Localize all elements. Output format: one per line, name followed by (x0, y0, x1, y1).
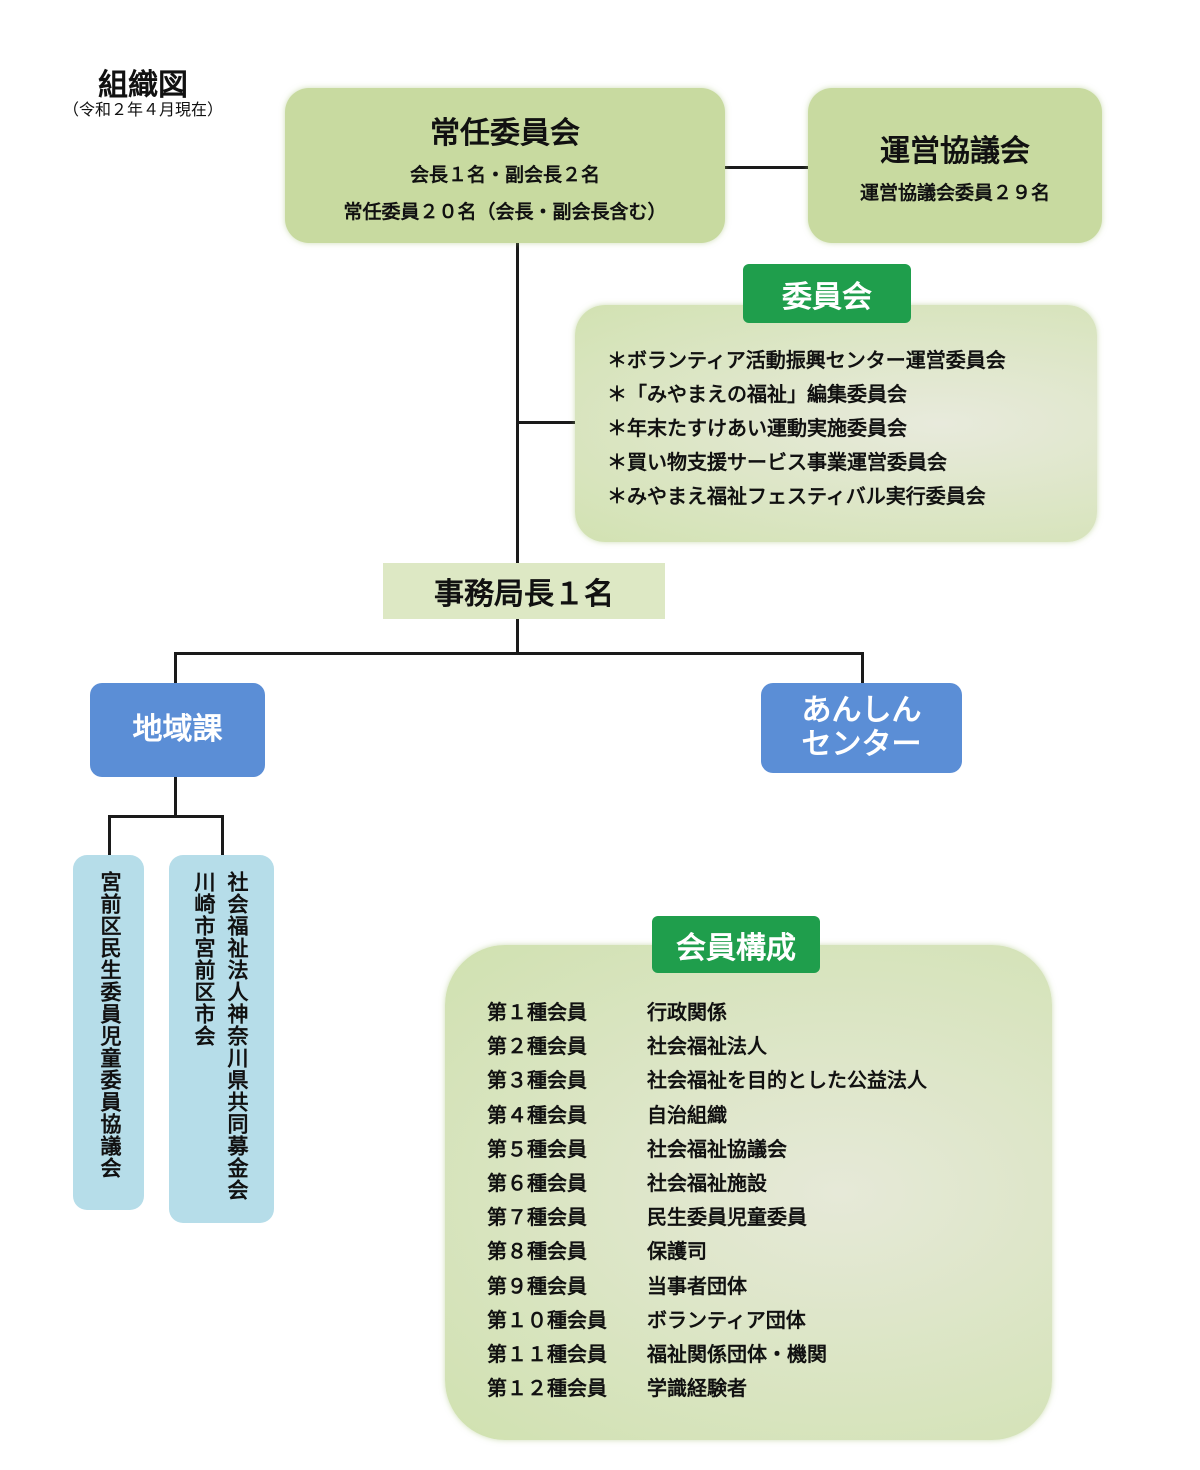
member-description: 福祉関係団体・機関 (647, 1342, 827, 1366)
connector (174, 777, 177, 817)
member-type: 第５種会員 (487, 1136, 587, 1161)
secretary-general-box: 事務局長１名 (383, 563, 665, 619)
connector (174, 652, 177, 683)
connector (725, 166, 808, 169)
community-chest-branch: 川崎市宮前区市会 (192, 871, 216, 1047)
member-description: 社会福祉施設 (647, 1171, 767, 1195)
community-section-box: 地域課 (90, 683, 265, 777)
connector (221, 815, 224, 855)
member-type: 第８種会員 (487, 1239, 587, 1264)
chart-date: （令和２年４月現在） (62, 100, 223, 119)
standing-committee-box: 常任委員会 会長１名・副会長２名 常任委員２０名（会長・副会長含む） (285, 88, 725, 243)
member-type: 第１０種会員 (487, 1307, 607, 1332)
member-type: 第４種会員 (487, 1102, 587, 1127)
member-type: 第３種会員 (487, 1068, 587, 1093)
member-description: 保護司 (647, 1239, 707, 1264)
minsei-council-box: 宮前区民生委員児童委員協議会 (73, 855, 144, 1210)
management-council-line1: 運営協議会委員２９名 (859, 182, 1050, 204)
membership-row: 第１種会員 行政関係 (487, 996, 727, 1025)
chart-title: 組織図 (98, 68, 188, 103)
membership-row: 第２種会員 社会福祉法人 (487, 1030, 767, 1059)
anshin-center-line2: センター (801, 727, 922, 762)
membership-row: 第８種会員 保護司 (487, 1235, 707, 1264)
committees-label: 委員会 (743, 264, 911, 323)
member-description: 社会福祉を目的とした公益法人 (647, 1068, 927, 1093)
member-description: 民生委員児童委員 (647, 1205, 807, 1230)
member-description: ボランティア団体 (647, 1307, 806, 1332)
connector (861, 652, 864, 683)
member-type: 第１種会員 (487, 1000, 587, 1024)
connector (516, 619, 519, 654)
member-description: 学識経験者 (647, 1376, 747, 1401)
membership-row: 第１１種会員 福祉関係団体・機関 (487, 1338, 827, 1367)
community-chest-name: 社会福祉法人神奈川県共同募金会 (225, 871, 249, 1201)
member-type: 第１１種会員 (487, 1342, 607, 1366)
membership-box (445, 945, 1052, 1440)
connector (516, 243, 519, 563)
management-council-title: 運営協議会 (880, 134, 1030, 169)
committee-item: ＊ボランティア活動振興センター運営委員会 (607, 348, 1006, 372)
standing-committee-line1: 会長１名・副会長２名 (409, 163, 600, 186)
connector (516, 421, 576, 424)
community-chest-box: 社会福祉法人神奈川県共同募金会 川崎市宮前区市会 (169, 855, 274, 1223)
membership-label: 会員構成 (652, 916, 820, 973)
member-description: 行政関係 (647, 1000, 727, 1024)
membership-row: 第７種会員 民生委員児童委員 (487, 1201, 807, 1230)
membership-row: 第４種会員 自治組織 (487, 1099, 727, 1128)
committee-item: ＊「みやまえの福祉」編集委員会 (607, 382, 907, 406)
member-description: 自治組織 (647, 1102, 727, 1127)
member-description: 社会福祉協議会 (647, 1136, 787, 1161)
membership-row: 第３種会員 社会福祉を目的とした公益法人 (487, 1064, 927, 1093)
member-description: 当事者団体 (647, 1273, 747, 1298)
member-type: 第９種会員 (487, 1273, 587, 1298)
minsei-council-name: 宮前区民生委員児童委員協議会 (98, 871, 122, 1179)
membership-row: 第９種会員 当事者団体 (487, 1270, 747, 1299)
standing-committee-title: 常任委員会 (430, 115, 580, 151)
committee-item: ＊買い物支援サービス事業運営委員会 (607, 450, 947, 474)
membership-row: 第１０種会員 ボランティア団体 (487, 1304, 806, 1333)
standing-committee-line2: 常任委員２０名（会長・副会長含む） (343, 200, 667, 223)
anshin-center-line1: あんしん (801, 693, 922, 728)
connector (108, 815, 224, 818)
management-council-box: 運営協議会 運営協議会委員２９名 (808, 88, 1102, 243)
committee-item: ＊年末たすけあい運動実施委員会 (607, 416, 907, 440)
committee-item: ＊みやまえ福祉フェスティバル実行委員会 (607, 484, 986, 508)
membership-row: 第１２種会員 学識経験者 (487, 1372, 747, 1401)
member-type: 第６種会員 (487, 1171, 587, 1195)
member-description: 社会福祉法人 (647, 1034, 767, 1059)
committees-box: ＊ボランティア活動振興センター運営委員会 ＊「みやまえの福祉」編集委員会 ＊年末… (575, 305, 1097, 542)
connector (174, 652, 864, 655)
connector (108, 815, 111, 855)
membership-row: 第６種会員 社会福祉施設 (487, 1167, 767, 1196)
member-type: 第１２種会員 (487, 1376, 607, 1401)
member-type: 第７種会員 (487, 1205, 587, 1230)
membership-row: 第５種会員 社会福祉協議会 (487, 1133, 787, 1162)
member-type: 第２種会員 (487, 1034, 587, 1059)
anshin-center-box: あんしん センター (761, 683, 962, 773)
